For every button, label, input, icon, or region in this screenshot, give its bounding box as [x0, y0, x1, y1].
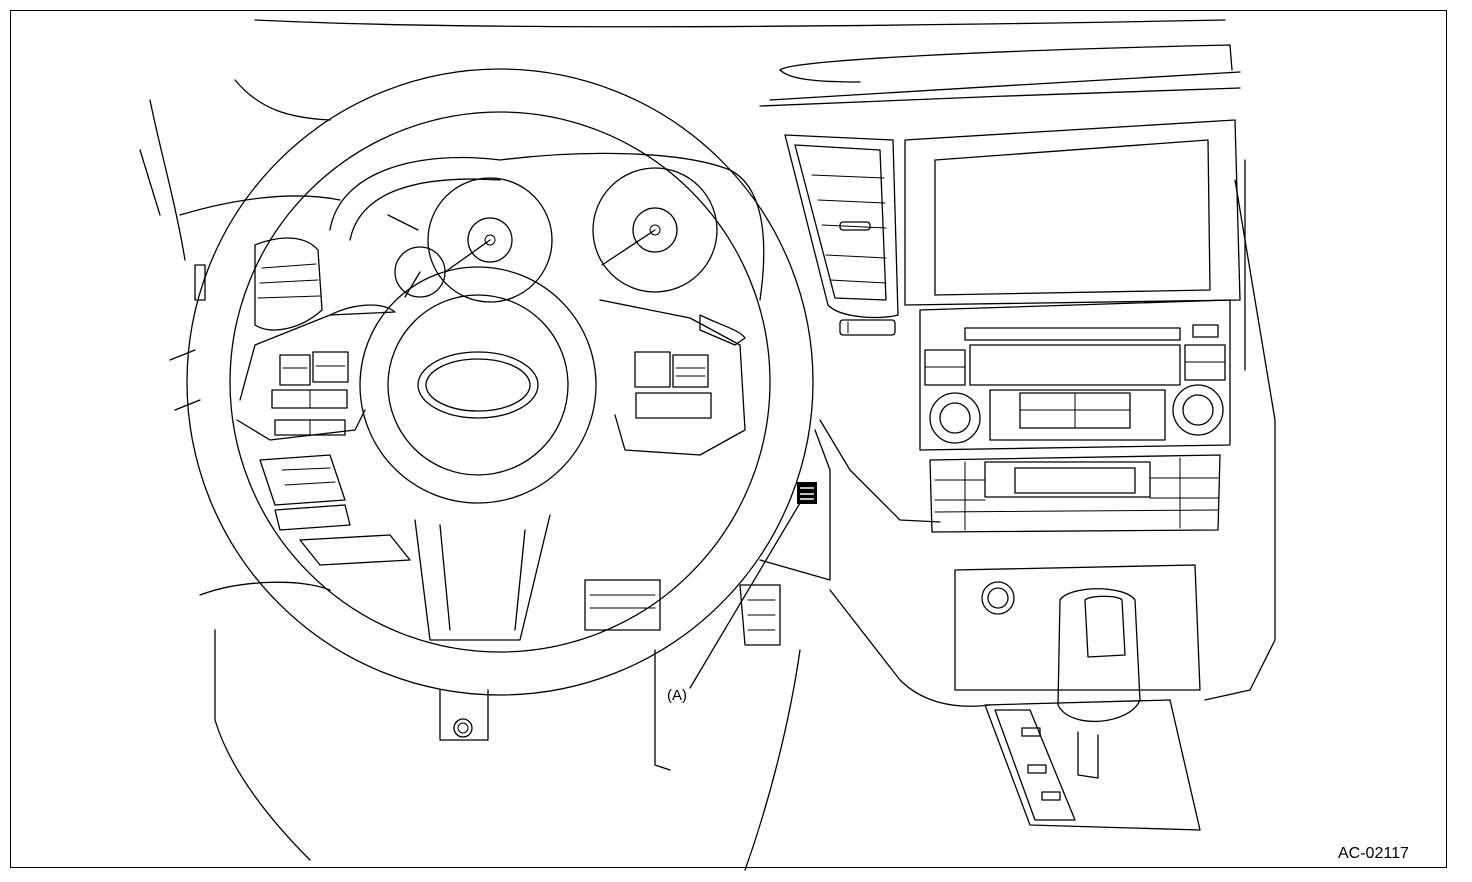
connector-box	[797, 482, 817, 504]
center-console-shifter	[819, 159, 1276, 831]
figure-frame	[10, 10, 1447, 868]
left-spoke-buttons	[271, 351, 349, 436]
figure-code: AC-02117	[1338, 845, 1409, 862]
climate-control	[929, 454, 1221, 533]
callout-label-a: (A)	[667, 687, 687, 704]
instrument-cluster	[329, 152, 765, 346]
pedals-and-column	[439, 429, 831, 871]
right-spoke-buttons	[634, 351, 712, 419]
left-air-vent	[194, 237, 323, 331]
center-air-vent	[784, 134, 899, 336]
callout-leader-line	[689, 502, 801, 689]
navigation-display	[904, 119, 1241, 451]
steering-wheel	[186, 68, 814, 696]
dashboard-top-contours	[139, 19, 1241, 261]
audio-unit	[924, 324, 1226, 444]
lower-left-switch-panel	[169, 349, 411, 861]
